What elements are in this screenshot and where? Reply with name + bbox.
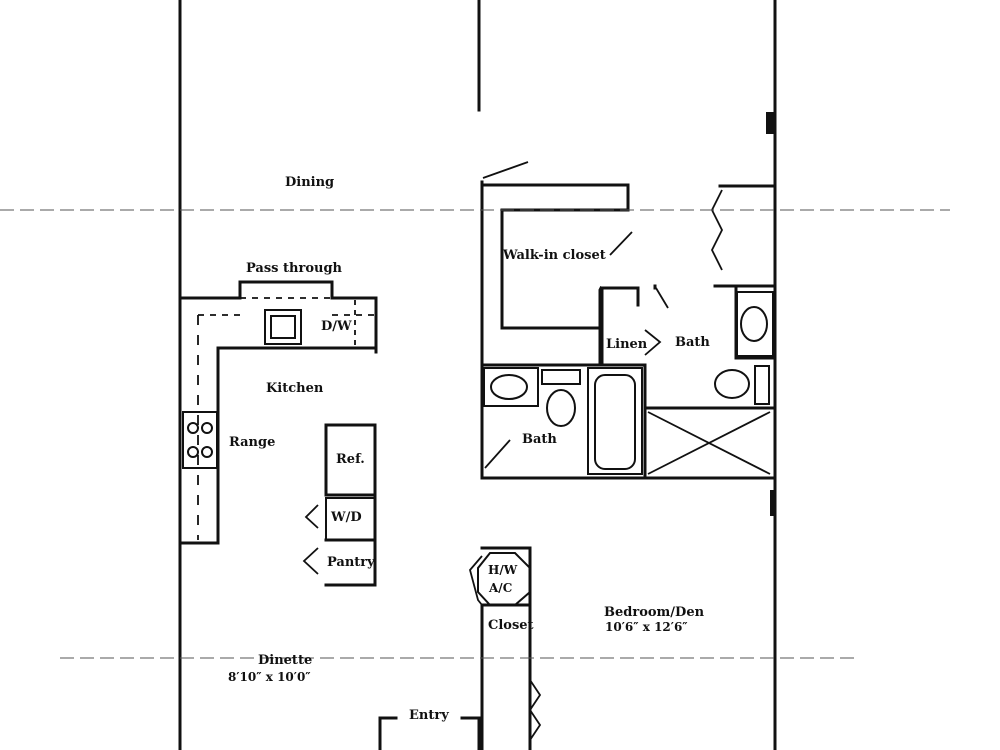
wd-door-swing [304,504,319,529]
appliance-block [324,423,377,587]
ref-outline [325,424,376,496]
pantry-door-swing [302,547,319,575]
burner-2 [201,422,213,434]
hwac-octagon [477,552,531,606]
master-sink [740,306,768,342]
kitchen-sink-basin [270,315,296,339]
wd-outline [325,497,376,541]
closet-bifold-door [528,679,542,741]
kitchen-sink [264,309,302,345]
bathtub [587,367,643,475]
burner-3 [187,446,199,458]
walk-in-door-swing [609,231,633,256]
range-top [182,411,218,469]
hall-toilet-tank [541,369,581,385]
master-bath-walls [653,184,777,360]
shower-diagonal-2 [647,411,771,475]
hall-bath-vanity [483,367,539,407]
hall-bath-door-swing [484,439,511,469]
hwac-enclosure [469,555,483,606]
master-vanity [736,291,774,357]
walk-in-closet-walls [480,180,630,367]
burner-1 [187,422,199,434]
linen-door-swing [655,287,669,309]
burner-4 [201,446,213,458]
kitchen-counter [178,280,378,545]
entry-walls [378,716,481,750]
master-closet-bifold [710,189,724,271]
closet-walls [480,546,532,750]
door-latch-mark-2 [770,490,776,516]
bath-door-swing [644,329,662,356]
master-toilet-tank [754,365,770,405]
linen-closet-walls [600,286,640,367]
hall-bath-sink [490,374,528,400]
hall-toilet-bowl [546,389,576,427]
master-toilet-bowl [714,369,750,399]
door-swing-top [482,161,529,179]
bathtub-basin [594,374,636,470]
door-latch-mark [766,112,776,134]
